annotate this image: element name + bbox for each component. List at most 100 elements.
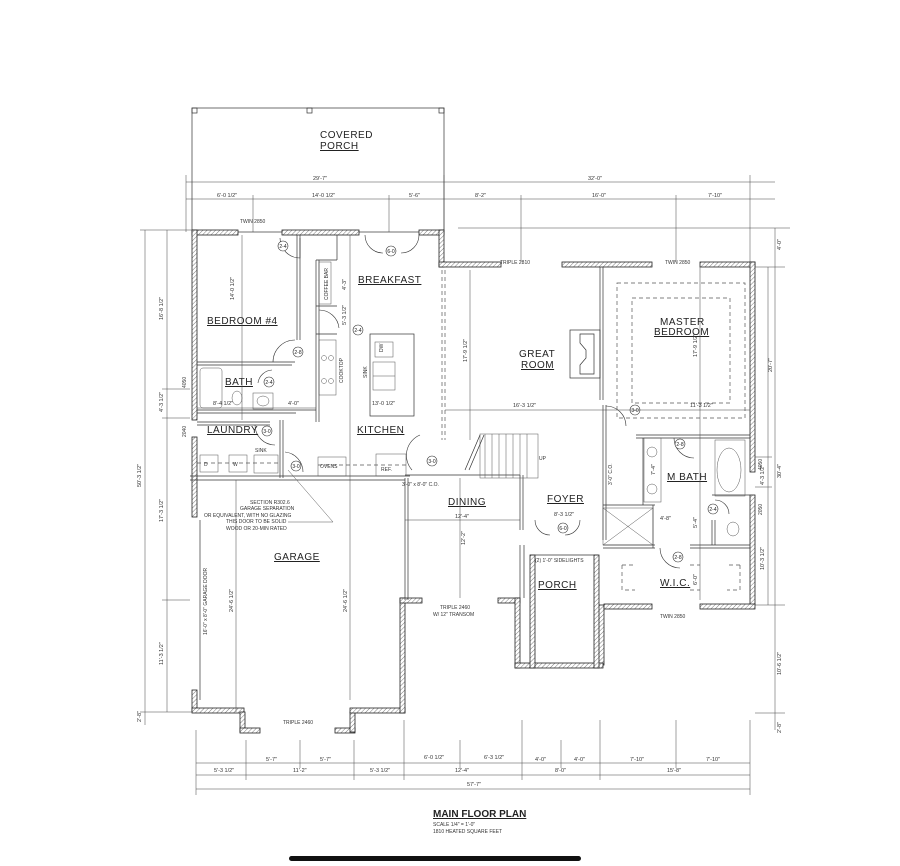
dim-right-6: 2'-8" bbox=[777, 722, 783, 733]
dw-label: DW bbox=[379, 343, 385, 352]
room-label-great: GREAT bbox=[519, 349, 555, 360]
porch-post bbox=[306, 107, 313, 114]
dim-right-5: 10'-6 1/2" bbox=[777, 652, 783, 675]
door-tag: 3-0 bbox=[631, 408, 638, 414]
window-label-wic: TWIN 2850 bbox=[660, 614, 686, 620]
notes: SECTION R302.6 GARAGE SEPARATION OR EQUI… bbox=[199, 463, 686, 726]
note-garage-sep: SECTION R302.6 bbox=[250, 500, 290, 506]
cooktop-label: COOKTOP bbox=[339, 357, 345, 383]
dim-b1: 5'-3 1/2" bbox=[214, 768, 234, 774]
window-label-garage: TRIPLE 2460 bbox=[283, 720, 313, 726]
dim-seg1: 6'-0 1/2" bbox=[217, 193, 237, 199]
note-garage-sep: OR EQUIVALENT, WITH NO GLAZING bbox=[204, 513, 292, 519]
room-label-kitchen: KITCHEN bbox=[357, 425, 404, 436]
door-tag: 3-0 bbox=[428, 459, 435, 465]
dim-b8: 4'-0" bbox=[574, 757, 585, 763]
dim-right-1: 4'-0" bbox=[777, 239, 783, 250]
note-sidelights: (2) 1'-0" SIDELIGHTS bbox=[535, 558, 584, 564]
door-tag: 3-0 bbox=[263, 429, 270, 435]
window-label-right-1: 4050 bbox=[758, 459, 764, 470]
dim-b7: 4'-0" bbox=[535, 757, 546, 763]
fixtures: DW SINK COOKTOP COFFEE BAR OVENS REF. D … bbox=[197, 261, 746, 591]
room-label-foyer: FOYER bbox=[547, 494, 584, 505]
note-co-opening: 3'-0" x 8'-0" C.O. bbox=[402, 482, 439, 488]
home-indicator[interactable] bbox=[289, 856, 581, 861]
dim-left-5: 2'-8" bbox=[137, 711, 143, 722]
ref-label: REF. bbox=[381, 467, 392, 473]
dryer bbox=[199, 454, 219, 473]
dim-island: 13'-0 1/2" bbox=[372, 401, 395, 407]
dim-seg5: 16'-0" bbox=[592, 193, 606, 199]
dim-right-overall: 30'-4" bbox=[777, 464, 783, 478]
soaking-tub bbox=[716, 447, 742, 493]
doors bbox=[254, 234, 730, 569]
laundry-sink-label: SINK bbox=[255, 448, 267, 454]
washer bbox=[228, 454, 248, 473]
stairs: UP bbox=[464, 433, 547, 479]
room-label-mbath: M BATH bbox=[667, 472, 707, 483]
dim-g4: 15'-8" bbox=[667, 768, 681, 774]
door-tag: 6-0 bbox=[559, 526, 566, 532]
dim-left-3: 17'-3 1/2" bbox=[159, 499, 165, 522]
toilet bbox=[231, 390, 243, 406]
room-label-laundry: LAUNDRY bbox=[207, 425, 258, 436]
dim-b9: 7'-10" bbox=[630, 757, 644, 763]
dim-b6: 6'-3 1/2" bbox=[484, 755, 504, 761]
window-label-left-1: 4050 bbox=[182, 377, 188, 388]
cooktop bbox=[318, 339, 337, 396]
room-label-porch-front: PORCH bbox=[538, 580, 577, 591]
dim-b4: 5'-3 1/2" bbox=[370, 768, 390, 774]
dim-mbath-2: 5'-4" bbox=[693, 517, 699, 528]
window-label-dining-transom: W/ 12" TRANSOM bbox=[433, 612, 474, 618]
dim-left-4: 11'-3 1/2" bbox=[159, 642, 165, 665]
dim-mbath-1: 7'-4" bbox=[651, 464, 657, 475]
dim-seg3: 5'-6" bbox=[409, 193, 420, 199]
room-label-room: ROOM bbox=[521, 360, 554, 371]
dim-g1: 11'-2" bbox=[293, 768, 307, 774]
dim-right-4: 10'-3 1/2" bbox=[760, 547, 766, 570]
door-tag: 2-8 bbox=[294, 350, 301, 356]
dim-b3: 5'-7" bbox=[320, 757, 331, 763]
ovens-label: OVENS bbox=[320, 464, 338, 470]
dim-dining-h: 12'-2" bbox=[461, 531, 467, 545]
dim-hall: 4'-0" bbox=[288, 401, 299, 407]
dim-left-2: 4'-3 1/2" bbox=[159, 392, 165, 412]
room-label-breakfast: BREAKFAST bbox=[358, 275, 421, 286]
dim-right-total: 32'-0" bbox=[588, 176, 602, 182]
laundry-sink bbox=[253, 454, 279, 474]
door-tag: 6-0 bbox=[387, 249, 394, 255]
dim-seg4: 8'-2" bbox=[475, 193, 486, 199]
coffee-bar-label: COFFEE BAR bbox=[324, 268, 330, 300]
dim-foyer: 8'-3 1/2" bbox=[554, 512, 574, 518]
dim-coffee: 4'-3" bbox=[342, 279, 348, 290]
left-dimensions: 16'-8 1/2" 4'-3 1/2" 17'-3 1/2" 11'-3 1/… bbox=[137, 229, 192, 725]
dim-pantry: 5'-3 1/2" bbox=[342, 305, 348, 325]
window-label-bed4: TWIN 2850 bbox=[240, 219, 266, 225]
room-label-garage: GARAGE bbox=[274, 552, 320, 563]
coffee-bar bbox=[318, 261, 332, 305]
room-label-bedroom: BEDROOM bbox=[654, 327, 709, 338]
dim-master-w: 11'-3 1/2" bbox=[690, 403, 713, 409]
dim-bed4: 14'-0 1/2" bbox=[230, 277, 236, 300]
note-garage-sep: THIS DOOR TO BE SOLID bbox=[226, 519, 287, 525]
dim-garage-1: 24'-6 1/2" bbox=[229, 589, 235, 612]
dim-right-3: 4'-3 1/2" bbox=[760, 465, 766, 485]
bottom-dimensions: 5'-3 1/2" 5'-7" 5'-7" 5'-3 1/2" 6'-0 1/2… bbox=[195, 720, 751, 795]
exterior-walls bbox=[191, 229, 756, 734]
window-label-right-2: 2050 bbox=[758, 504, 764, 515]
dim-b5: 6'-0 1/2" bbox=[424, 755, 444, 761]
window-label-great: TRIPLE 2810 bbox=[500, 260, 530, 266]
porch-post bbox=[438, 107, 445, 114]
room-label-bedroom4: BEDROOM #4 bbox=[207, 316, 278, 327]
door-tag: 2-4 bbox=[709, 507, 716, 513]
washer-label: W bbox=[233, 462, 238, 468]
door-tag: 2-4 bbox=[279, 244, 286, 250]
covered-porch: COVERED PORCH bbox=[191, 107, 445, 233]
dim-dining-w: 12'-4" bbox=[455, 514, 469, 520]
dim-shower: 4'-8" bbox=[660, 516, 671, 522]
room-label-dining: DINING bbox=[448, 497, 486, 508]
window-label-master: TWIN 2850 bbox=[665, 260, 691, 266]
dim-overall: 57'-7" bbox=[467, 782, 481, 788]
bath-sink bbox=[256, 395, 270, 407]
